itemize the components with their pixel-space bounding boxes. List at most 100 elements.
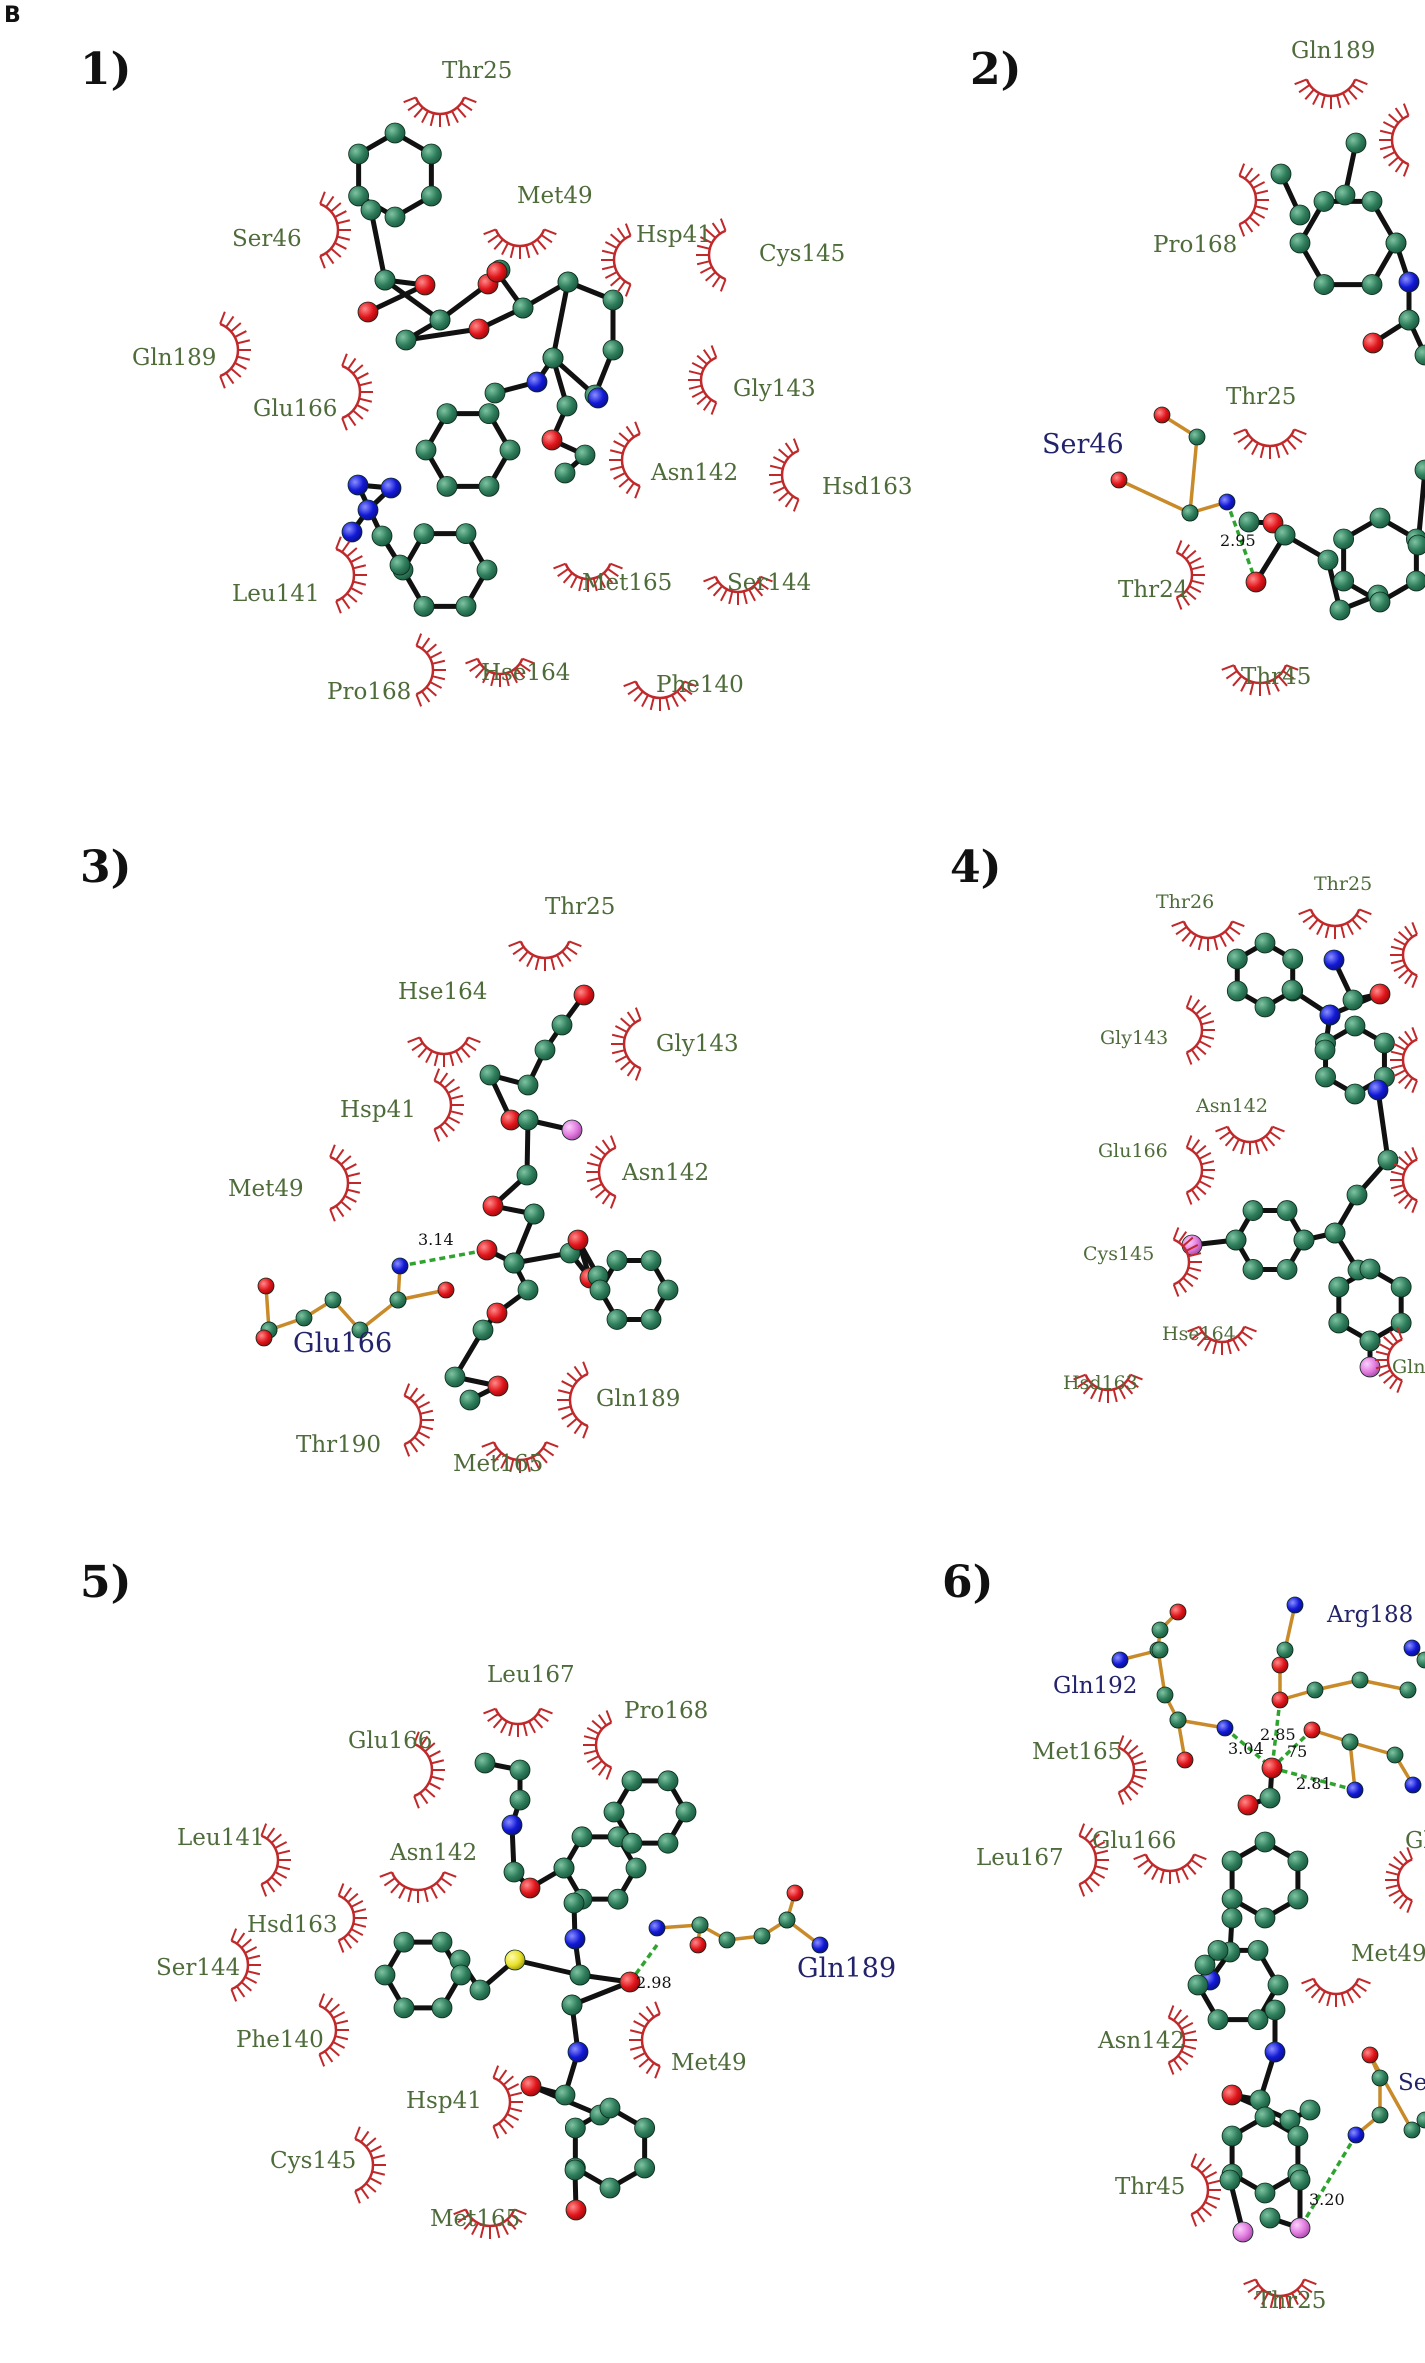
hydrophobic-contact-tick [234,362,247,370]
hydrophobic-contact-tick [1182,1277,1194,1288]
hydrophobic-contact-tick [335,600,342,614]
carbon-atom [1324,1222,1346,1244]
carbon-atom [374,269,396,291]
hydrophobic-contact-tick [413,1436,425,1447]
hydrophobic-contact-arc [433,1079,453,1131]
carbon-atom [509,1759,531,1781]
hydrophobic-contact-tick [1127,1744,1139,1755]
hydrophobic-contact-tick [711,222,721,235]
hydrophobic-contact-tick [1237,1335,1248,1347]
hydrophobic-contact-tick [586,1161,600,1167]
hydrophobic-contact-tick [699,236,713,244]
hydrophobic-contact-tick [649,697,655,711]
hydrophobic-contact-tick [371,2170,386,2176]
hydrophobic-contact-tick [1398,968,1410,979]
hydrophobic-contact-tick [1088,1876,1100,1887]
hbond-residue-label: Se [1398,2070,1425,2096]
hydrophobic-contact-tick [1394,160,1404,173]
hydrophobic-contact-tick [1228,926,1241,936]
hydrophobic-contact-tick [413,106,424,118]
hydrophobic-contact-tick [1390,959,1404,965]
carbon-atom [1247,2009,1269,2031]
hydrophobic-contact-tick [1340,925,1346,939]
carbon-atom [1342,989,1364,1011]
hydrophobic-contact-tick [1399,1897,1409,1910]
carbon-atom [431,1997,453,2019]
carbon-atom [607,1888,629,1910]
hydrophobic-contact-tick [417,1401,431,1409]
hydrophobic-contact-tick [352,580,367,586]
hydrophobic-contact-arc [494,1708,542,1726]
hydrophobic-contact-tick [518,950,529,962]
oxygen-atom [1361,2046,1379,2064]
carbon-atom [1181,504,1199,522]
hydrophobic-contact-tick [772,456,786,464]
hydrophobic-contact-tick [329,1144,336,1158]
carbon-atom [640,1250,662,1271]
hydrophobic-contact-tick [447,1086,461,1094]
hydrophobic-contact-tick [353,1908,367,1914]
carbon-atom [753,1927,771,1945]
hydrophobic-contact-tick [633,2020,646,2028]
hydrophobic-contact-tick [586,1727,600,1735]
hydrophobic-contact-tick [1303,2278,1317,2286]
hydrophobic-contact-tick [492,1717,503,1729]
carbon-atom [295,1309,313,1327]
hydrophobic-contact-tick [435,1882,446,1894]
hydrophobic-contact-tick [711,275,721,288]
hydrophobic-contact-tick [760,575,773,583]
residue-bond [1117,478,1192,515]
residue-label: Gln189 [132,345,216,371]
hydrophobic-contact-tick [1185,1135,1193,1148]
hydrophobic-contact-tick [586,1177,600,1183]
hydrophobic-contact-tick [1212,1341,1218,1355]
hydrophobic-contact-tick [1172,1227,1180,1240]
hydrophobic-contact-tick [1404,1150,1414,1163]
hydrophobic-contact-tick [625,482,635,495]
fluorine-atom [1289,2217,1311,2239]
nitrogen-atom [341,521,363,543]
hydrophobic-contact-arc [1401,1038,1418,1082]
hydrophobic-contact-tick [705,271,717,282]
panel-label-2: 2) [970,44,1021,95]
hydrophobic-contact-tick [240,1981,252,1992]
hydrophobic-contact-tick [236,355,251,361]
carbon-atom [1306,1681,1324,1699]
carbon-atom [606,1309,628,1330]
hydrophobic-contact-tick [493,238,504,250]
hydrophobic-contact-tick [1238,163,1246,177]
hydrophobic-contact-tick [1190,1189,1201,1201]
carbon-atom [1361,191,1383,212]
ligand-bond [368,207,388,283]
hydrophobic-contact-tick [1358,1977,1371,1985]
hydrophobic-contact-tick [463,2218,474,2230]
oxygen-atom [487,1375,509,1397]
hydrophobic-contact-tick [318,2053,326,2067]
hydrophobic-contact-arc [1186,1146,1204,1194]
hydrophobic-contact-tick [1195,1045,1207,1056]
hydrophobic-contact-tick [1098,1389,1104,1403]
hydrophobic-contact-tick [510,2214,523,2224]
hydrophobic-contact-tick [1244,167,1254,180]
nitrogen-atom [1218,493,1236,511]
hydrophobic-contact-tick [1411,975,1418,988]
hydrophobic-contact-tick [1193,1853,1207,1861]
hydrophobic-contact-tick [506,2218,517,2230]
hydrophobic-contact-tick [449,1053,455,1067]
oxygen-atom [1303,1721,1321,1739]
hydrophobic-contact-tick [605,1767,613,1780]
carbon-atom [1328,1312,1350,1334]
carbon-atom [1254,2182,1276,2204]
hydrophobic-contact-tick [1390,1064,1404,1070]
residue-label: Thr45 [1241,664,1311,690]
hydrophobic-contact-arc [1386,1338,1403,1382]
hydrophobic-contact-tick [1190,2153,1198,2167]
hydrophobic-contact-tick [1237,434,1250,444]
hydrophobic-contact-tick [620,1060,632,1071]
hydrophobic-contact-tick [591,1760,603,1771]
hydrophobic-contact-tick [626,1011,636,1024]
hydrophobic-contact-tick [1231,920,1245,928]
carbon-atom [1416,1651,1425,1669]
residue-label: Thr25 [545,894,615,920]
hydrophobic-contact-arc [1190,2164,1210,2216]
